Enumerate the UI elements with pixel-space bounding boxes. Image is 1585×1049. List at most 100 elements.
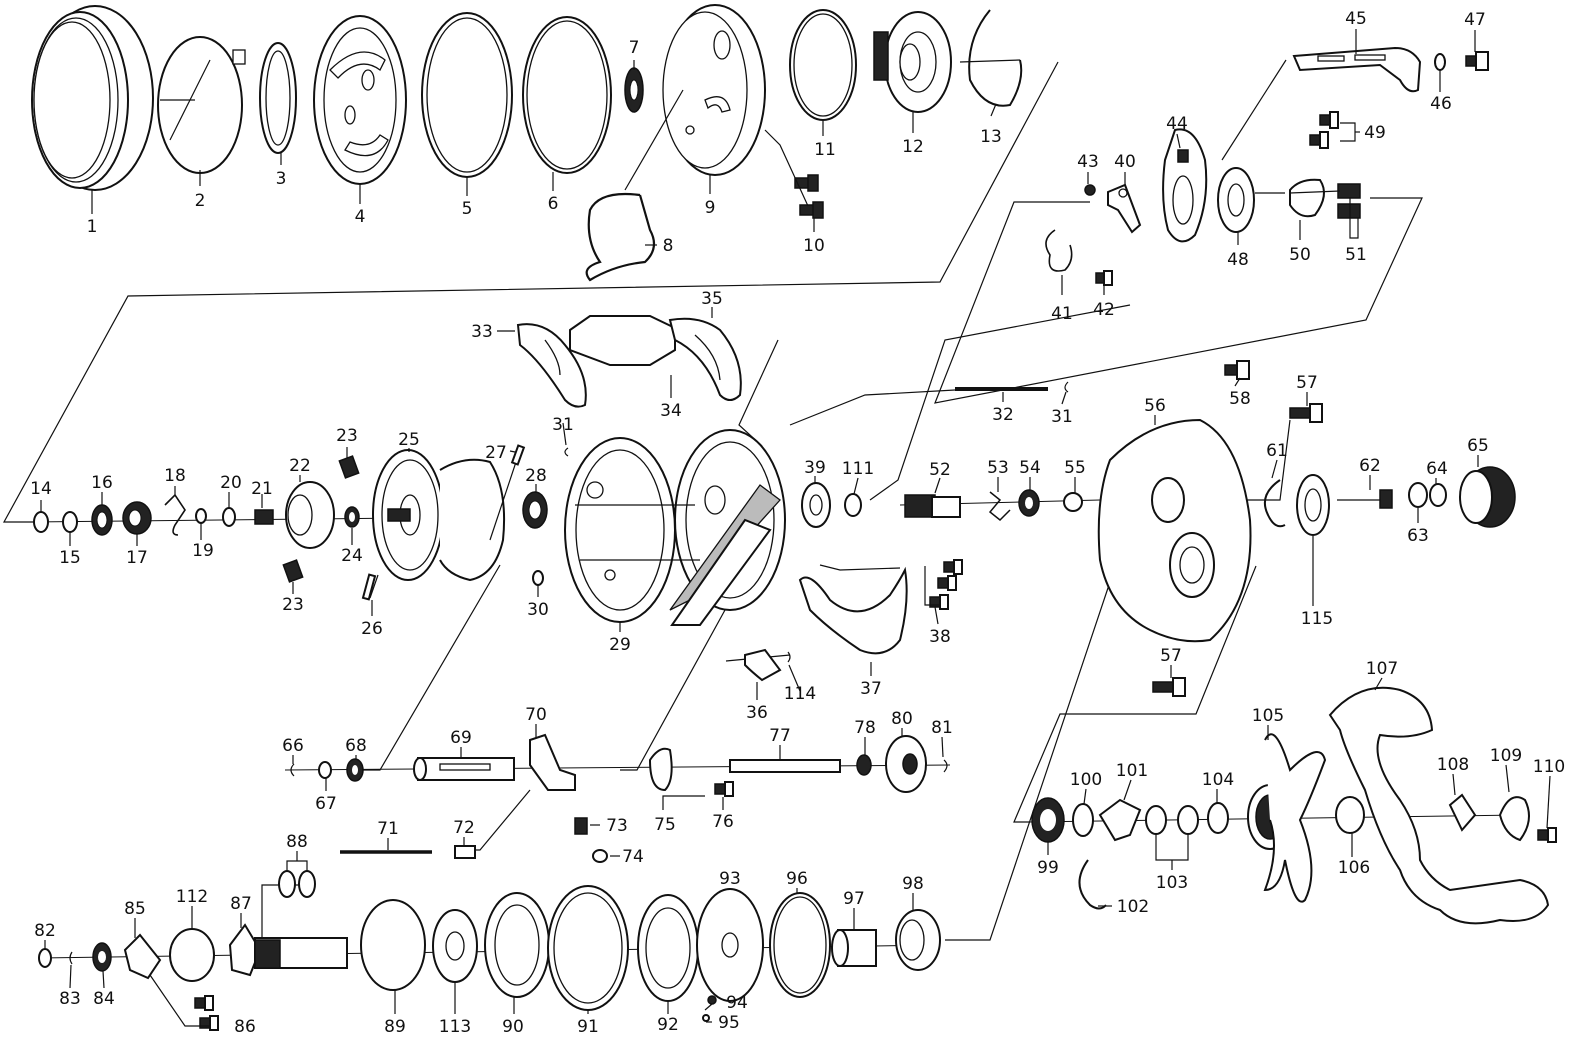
part-56-side-cover — [1097, 418, 1252, 643]
label-part-23a: 23 — [336, 426, 358, 446]
label-part-61: 61 — [1266, 441, 1288, 461]
label-part-62: 62 — [1359, 456, 1381, 476]
label-part-88: 88 — [286, 832, 308, 852]
label-part-32: 32 — [992, 405, 1014, 425]
part-33-34-35-thumb-bar — [516, 315, 742, 408]
label-part-50: 50 — [1289, 245, 1311, 265]
label-part-5: 5 — [462, 199, 473, 219]
part-29-frame — [564, 429, 786, 626]
part-36-pawl — [744, 648, 791, 682]
label-part-112: 112 — [176, 887, 208, 907]
label-part-34: 34 — [660, 401, 682, 421]
label-part-82: 82 — [34, 921, 56, 941]
label-part-57b: 57 — [1160, 646, 1182, 666]
label-part-115: 115 — [1301, 609, 1333, 629]
label-part-68: 68 — [345, 736, 367, 756]
part-30-screw — [532, 570, 544, 586]
part-61-to-65-drag-parts — [1264, 466, 1516, 536]
part-66-to-81-level-wind — [284, 733, 951, 863]
label-part-43: 43 — [1077, 152, 1099, 172]
label-part-24: 24 — [341, 546, 363, 566]
label-part-45: 45 — [1345, 9, 1367, 29]
label-part-101: 101 — [1116, 761, 1148, 781]
label-part-53: 53 — [987, 458, 1009, 478]
label-part-77: 77 — [769, 726, 791, 746]
part-44-cam-plate — [1162, 128, 1208, 243]
part-31-clip — [564, 381, 1069, 457]
label-part-18: 18 — [164, 466, 186, 486]
label-part-4: 4 — [355, 207, 366, 227]
part-47-screw — [1465, 51, 1489, 71]
label-part-58: 58 — [1229, 389, 1251, 409]
label-part-92: 92 — [657, 1015, 679, 1035]
part-1-frame-ring — [31, 5, 154, 191]
part-4-brake-plate — [313, 15, 407, 185]
part-48-49-50-51-cam — [1217, 111, 1361, 233]
part-2-cover-plate — [157, 36, 246, 174]
label-part-102: 102 — [1117, 897, 1149, 917]
label-part-6: 6 — [548, 194, 559, 214]
label-part-69: 69 — [450, 728, 472, 748]
label-part-25: 25 — [398, 430, 420, 450]
label-part-113: 113 — [439, 1017, 471, 1037]
label-part-96: 96 — [786, 869, 808, 889]
label-part-46: 46 — [1430, 94, 1452, 114]
label-part-30: 30 — [527, 600, 549, 620]
part-82-to-98-drive-train — [38, 870, 941, 1031]
part-11-o-ring — [789, 9, 857, 121]
label-part-108: 108 — [1437, 755, 1469, 775]
part-57-58-screws — [1152, 360, 1323, 697]
label-part-100: 100 — [1070, 770, 1102, 790]
label-part-39: 39 — [804, 458, 826, 478]
label-part-91: 91 — [577, 1017, 599, 1037]
label-part-99: 99 — [1037, 858, 1059, 878]
label-part-23b: 23 — [282, 595, 304, 615]
part-5-o-ring — [421, 12, 513, 178]
label-part-89: 89 — [384, 1017, 406, 1037]
label-part-29: 29 — [609, 635, 631, 655]
label-part-48: 48 — [1227, 250, 1249, 270]
label-part-85: 85 — [124, 899, 146, 919]
part-37-38-brake-spring — [798, 559, 963, 655]
label-part-3: 3 — [276, 169, 287, 189]
label-part-19: 19 — [192, 541, 214, 561]
label-part-106: 106 — [1338, 858, 1370, 878]
label-part-72: 72 — [453, 818, 475, 838]
label-part-20: 20 — [220, 473, 242, 493]
label-part-63: 63 — [1407, 526, 1429, 546]
assembly-frame-lines — [2, 59, 1423, 945]
label-part-105: 105 — [1252, 706, 1284, 726]
label-part-71: 71 — [377, 819, 399, 839]
label-part-52: 52 — [929, 460, 951, 480]
label-part-42: 42 — [1093, 300, 1115, 320]
label-part-93: 93 — [719, 869, 741, 889]
label-part-87: 87 — [230, 894, 252, 914]
part-10-screws — [764, 129, 824, 219]
label-part-51: 51 — [1345, 245, 1367, 265]
part-8-spring-clip — [585, 192, 656, 282]
label-part-78: 78 — [854, 718, 876, 738]
label-part-38: 38 — [929, 627, 951, 647]
label-part-33: 33 — [471, 322, 493, 342]
label-part-26: 26 — [361, 619, 383, 639]
label-part-12: 12 — [902, 137, 924, 157]
label-part-55: 55 — [1064, 458, 1086, 478]
label-part-73: 73 — [606, 816, 628, 836]
label-part-27: 27 — [485, 443, 507, 463]
part-9-side-plate — [624, 4, 766, 191]
part-labels: 1 2 3 4 5 6 7 8 9 10 11 12 13 14 15 16 1… — [30, 9, 1565, 1037]
part-39-111-bearing-bushing — [801, 482, 862, 528]
label-part-9: 9 — [705, 198, 716, 218]
part-99-to-110-handle — [1029, 686, 1557, 925]
leader-lines — [40, 29, 1551, 1027]
label-part-94: 94 — [726, 993, 748, 1013]
label-part-1: 1 — [87, 217, 98, 237]
label-part-74: 74 — [622, 847, 644, 867]
part-13-cover — [959, 9, 1023, 107]
label-part-84: 84 — [93, 989, 115, 1009]
label-part-41: 41 — [1051, 304, 1073, 324]
label-part-90: 90 — [502, 1017, 524, 1037]
label-part-31b: 31 — [1051, 407, 1073, 427]
label-part-86: 86 — [234, 1017, 256, 1037]
